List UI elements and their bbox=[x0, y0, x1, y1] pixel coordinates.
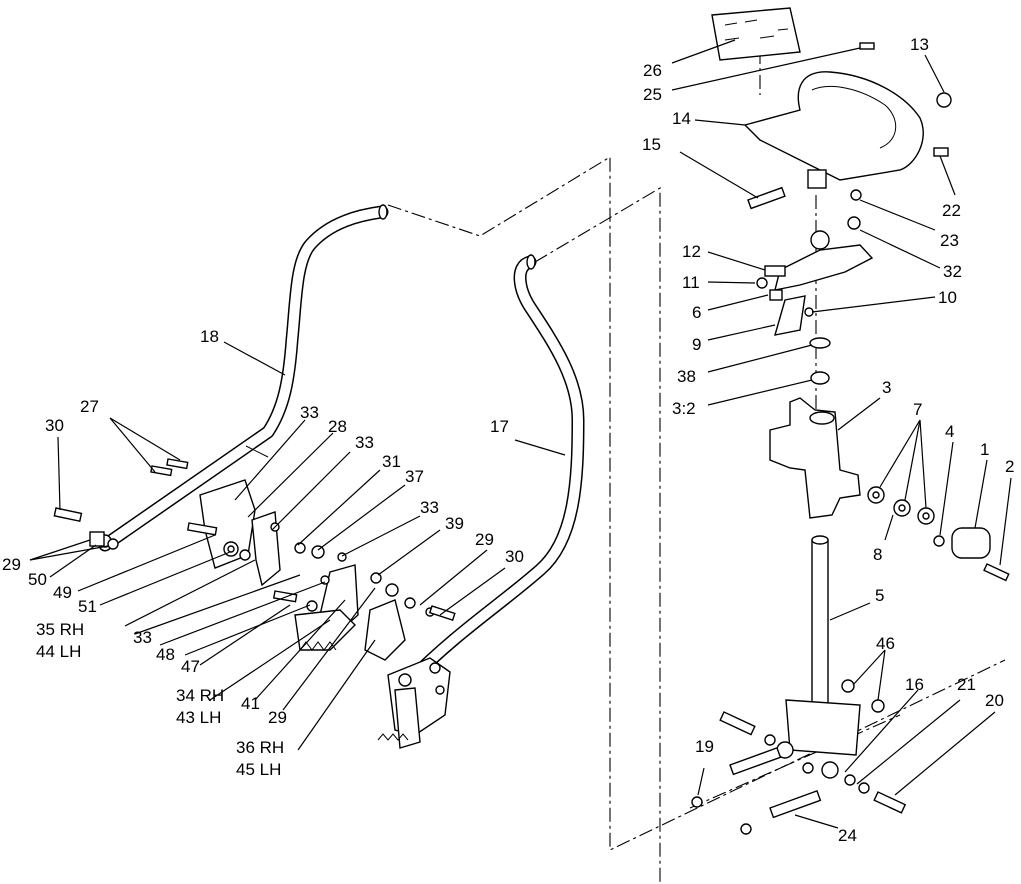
callout-29-left: 29 bbox=[2, 555, 21, 574]
callout-19: 19 bbox=[695, 737, 714, 756]
callout-35-rh: 35 RH bbox=[36, 620, 84, 639]
callout-17: 17 bbox=[490, 417, 509, 436]
callout-47: 47 bbox=[181, 657, 200, 676]
centerlines bbox=[387, 50, 1006, 884]
callout-34-rh: 34 RH bbox=[176, 686, 224, 705]
callout-24: 24 bbox=[838, 826, 857, 845]
callout-29-mid: 29 bbox=[475, 530, 494, 549]
callout-labels: 1 2 3 3:2 4 5 6 7 8 9 10 11 12 13 14 15 … bbox=[2, 35, 1014, 845]
callout-31: 31 bbox=[382, 452, 401, 471]
middle-pivot-assembly bbox=[377, 657, 451, 749]
callout-33-b: 33 bbox=[355, 433, 374, 452]
callout-18: 18 bbox=[200, 327, 219, 346]
callout-43-lh: 43 LH bbox=[176, 708, 221, 727]
callout-30-left: 30 bbox=[45, 416, 64, 435]
callout-30-mid: 30 bbox=[505, 547, 524, 566]
callout-21: 21 bbox=[957, 675, 976, 694]
callout-8: 8 bbox=[873, 545, 882, 564]
control-lever-left bbox=[98, 204, 389, 552]
callout-11: 11 bbox=[682, 273, 700, 292]
callout-28: 28 bbox=[328, 417, 347, 436]
callout-41: 41 bbox=[241, 694, 260, 713]
callout-6: 6 bbox=[692, 303, 701, 322]
callout-25: 25 bbox=[643, 85, 662, 104]
callout-15: 15 bbox=[642, 135, 661, 154]
callout-9: 9 bbox=[692, 335, 701, 354]
callout-32: 32 bbox=[943, 262, 962, 281]
callout-22: 22 bbox=[942, 201, 961, 220]
callout-44-lh: 44 LH bbox=[36, 642, 81, 661]
seat-handle-assembly bbox=[711, 7, 952, 210]
callout-26: 26 bbox=[643, 61, 662, 80]
callout-10: 10 bbox=[938, 288, 957, 307]
callout-5: 5 bbox=[875, 586, 884, 605]
callout-13: 13 bbox=[910, 35, 929, 54]
callout-33-a: 33 bbox=[300, 403, 319, 422]
control-lever-right bbox=[403, 254, 585, 687]
callout-20: 20 bbox=[985, 691, 1004, 710]
lower-linkage-assembly bbox=[691, 679, 907, 835]
callout-36-rh: 36 RH bbox=[236, 738, 284, 757]
callout-50: 50 bbox=[28, 570, 47, 589]
callout-27: 27 bbox=[80, 397, 99, 416]
callout-14: 14 bbox=[672, 109, 691, 128]
callout-38: 38 bbox=[677, 367, 696, 386]
left-bracket-assembly bbox=[53, 458, 456, 661]
callout-3-2: 3:2 bbox=[672, 399, 696, 418]
callout-4: 4 bbox=[945, 422, 954, 441]
callout-7: 7 bbox=[913, 400, 922, 419]
pivot-housing bbox=[769, 397, 1010, 741]
callout-33-d: 33 bbox=[133, 628, 152, 647]
upper-bracket-assembly bbox=[756, 216, 874, 385]
callout-1: 1 bbox=[980, 440, 989, 459]
callout-48: 48 bbox=[156, 645, 175, 664]
leader-lines bbox=[29, 39, 1012, 829]
callout-49: 49 bbox=[53, 583, 72, 602]
callout-37: 37 bbox=[405, 467, 424, 486]
callout-12: 12 bbox=[682, 242, 701, 261]
callout-33-c: 33 bbox=[420, 498, 439, 517]
callout-46: 46 bbox=[876, 634, 895, 653]
callout-3: 3 bbox=[882, 378, 891, 397]
callout-29-low: 29 bbox=[268, 708, 287, 727]
callout-51: 51 bbox=[78, 597, 97, 616]
callout-16: 16 bbox=[905, 675, 924, 694]
callout-23: 23 bbox=[940, 231, 959, 250]
callout-39: 39 bbox=[445, 514, 464, 533]
callout-45-lh: 45 LH bbox=[236, 760, 281, 779]
callout-2: 2 bbox=[1005, 457, 1014, 476]
